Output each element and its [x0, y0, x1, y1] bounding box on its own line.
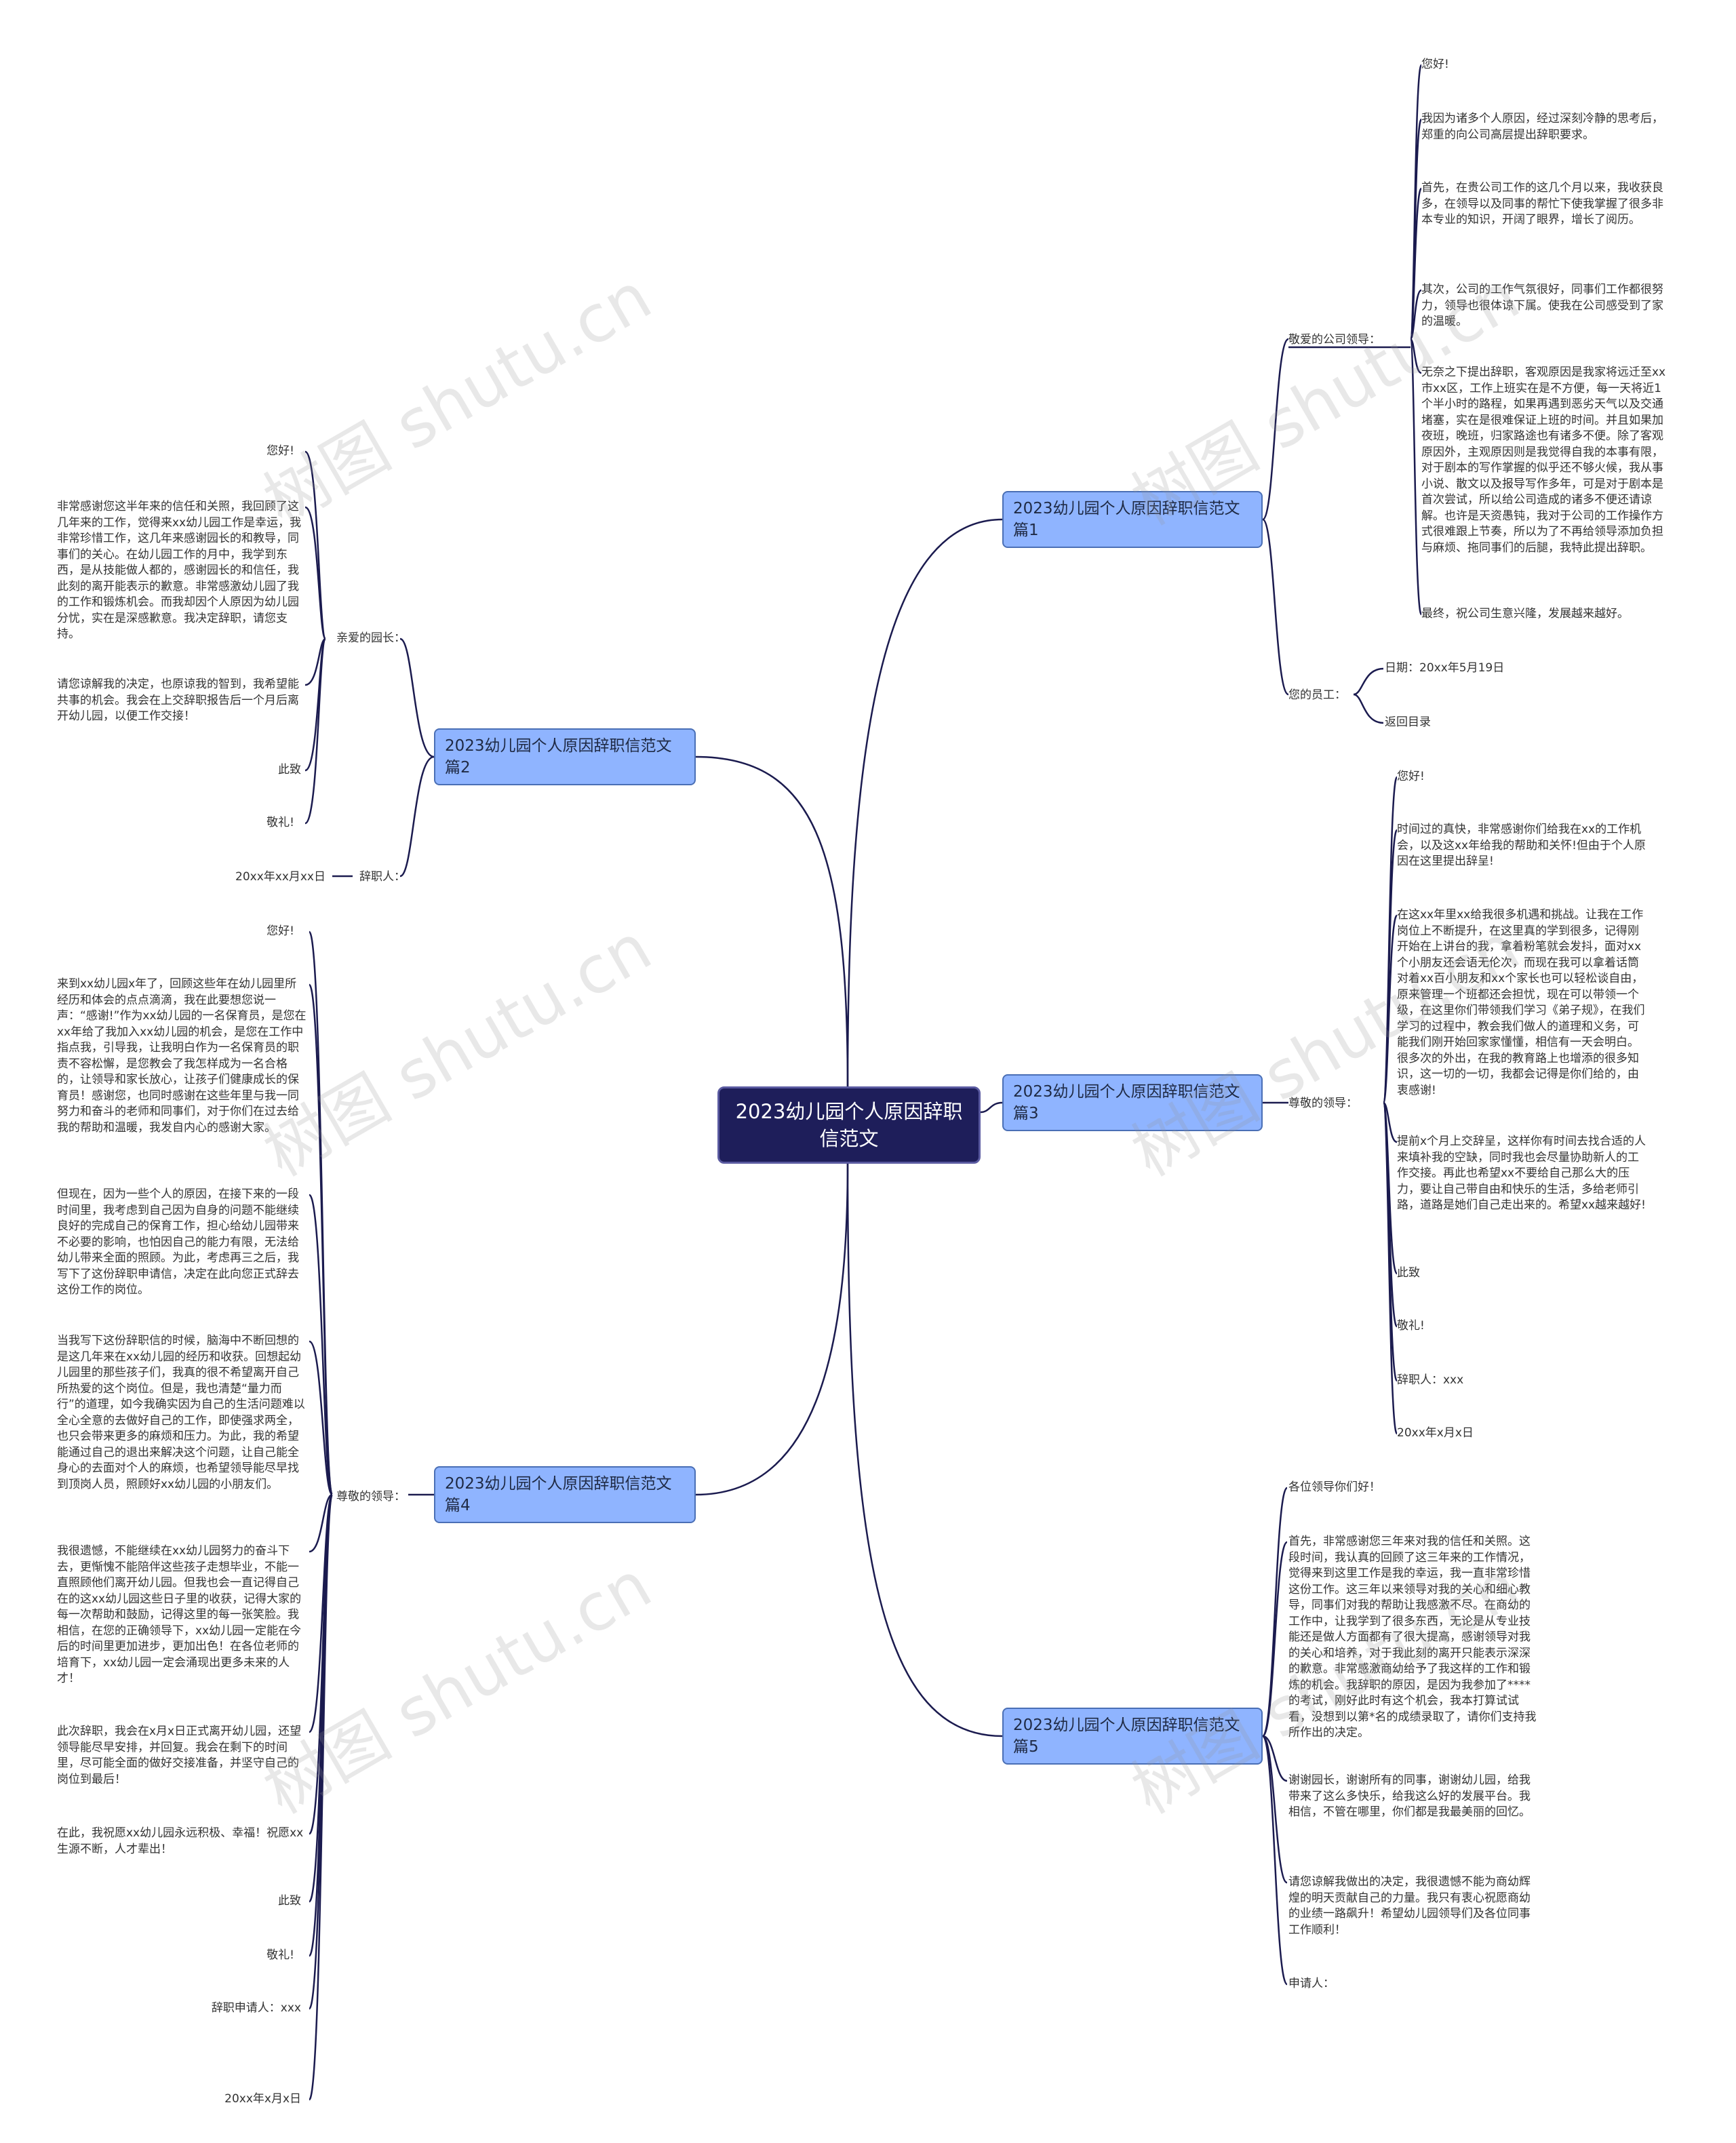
leaf-b1-6: 最终，祝公司生意兴隆，发展越来越好。 — [1421, 607, 1629, 621]
leaf-b4-10: 辞职申请人：xxx — [211, 2001, 301, 2015]
group-label-b1-greeting: 敬爱的公司领导： — [1288, 333, 1381, 347]
leaf-b2-4: 此致 — [278, 763, 301, 776]
group-label-b4-greeting: 尊敬的领导： — [336, 1490, 406, 1503]
edge-b1-leaf-8 — [1353, 693, 1384, 724]
leaf-b1-2: 我因为诸多个人原因，经过深刻冷静的思考后，郑重的向公司高层提出辞职要求。 — [1421, 112, 1663, 142]
group-label-b2-greeting: 亲爱的园长： — [336, 631, 406, 645]
edge-b1-leaf-7 — [1353, 667, 1384, 696]
edge-b2-g2 — [399, 755, 435, 878]
edge-b5-leaf-1 — [1261, 1487, 1288, 1737]
edge-b4-leaf-1 — [308, 930, 334, 1496]
leaf-b3-5: 此致 — [1397, 1266, 1420, 1280]
leaf-b3-3: 在这xx年里xx给我很多机遇和挑战。让我在工作岗位上不断提升，在这里真的学到很多… — [1397, 908, 1645, 1097]
group-label-b2-sign: 辞职人： — [359, 870, 406, 884]
edge-b5-leaf-4 — [1261, 1735, 1288, 1884]
edge-b5-leaf-5 — [1261, 1735, 1288, 1986]
edge-b1-g1 — [1261, 338, 1289, 521]
group-label-b3-greeting: 尊敬的领导： — [1288, 1097, 1358, 1110]
leaf-b4-5: 我很遗憾，不能继续在xx幼儿园努力的奋斗下去，更惭愧不能陪伴这些孩子走想毕业，不… — [57, 1544, 302, 1685]
root-node[interactable]: 2023幼儿园个人原因辞职信范文 — [717, 1086, 981, 1164]
leaf-b5-4: 请您谅解我做出的决定，我很遗憾不能为商幼辉煌的明天贡献自己的力量。我只有衷心祝愿… — [1288, 1875, 1531, 1937]
branch-node-4[interactable]: 2023幼儿园个人原因辞职信范文篇4 — [434, 1466, 696, 1523]
edge-b2-g1 — [399, 637, 435, 758]
edge-root-branch-4 — [695, 1163, 849, 1496]
leaf-b1-1: 您好! — [1421, 58, 1449, 71]
edge-b5-leaf-2 — [1261, 1541, 1288, 1737]
leaf-b4-1: 您好! — [267, 924, 294, 938]
branch-node-3[interactable]: 2023幼儿园个人原因辞职信范文篇3 — [1002, 1074, 1263, 1131]
leaf-b1-4: 其次，公司的工作气氛很好，同事们工作都很努力，领导也很体谅下属。使我在公司感受到… — [1421, 283, 1663, 328]
leaf-b2-6: 20xx年xx月xx日 — [235, 870, 326, 884]
branch-node-2[interactable]: 2023幼儿园个人原因辞职信范文篇2 — [434, 728, 696, 785]
leaf-b4-7: 在此，我祝愿xx幼儿园永远积极、幸福！祝愿xx生源不断，人才辈出！ — [57, 1826, 304, 1856]
edge-b5-leaf-3 — [1262, 1735, 1288, 1782]
edge-b1-leaf-4 — [1409, 289, 1422, 340]
leaf-b4-6: 此次辞职，我会在x月x日正式离开幼儿园，还望领导能尽早安排，并回复。我会在剩下的… — [57, 1725, 302, 1786]
edge-b1-g2 — [1261, 518, 1289, 696]
edge-b1-leaf-3 — [1409, 187, 1423, 340]
branch-node-5[interactable]: 2023幼儿园个人原因辞职信范文篇5 — [1002, 1708, 1263, 1765]
leaf-b3-6: 敬礼! — [1397, 1319, 1425, 1333]
edge-b4-leaf-11 — [308, 1493, 334, 2101]
edge-b4-leaf-5 — [309, 1493, 333, 1553]
leaf-b2-5: 敬礼! — [267, 816, 294, 829]
leaf-b5-3: 谢谢园长，谢谢所有的同事，谢谢幼儿园，给我带来了这么多快乐，给我这么好的发展平台… — [1288, 1773, 1531, 1819]
leaf-b4-11: 20xx年x月x日 — [224, 2092, 301, 2106]
leaf-b3-4: 提前x个月上交辞呈，这样你有时间去找合适的人来填补我的空缺，同时我也会尽量协助新… — [1397, 1135, 1646, 1212]
leaf-b1-5: 无奈之下提出辞职，客观原因是我家将远迁至xx市xx区，工作上班实在是不方便，每一… — [1421, 366, 1666, 555]
branch-node-1[interactable]: 2023幼儿园个人原因辞职信范文篇1 — [1002, 491, 1263, 548]
leaf-b4-9: 敬礼! — [267, 1948, 294, 1962]
leaf-b1-8[interactable]: 返回目录 — [1385, 715, 1431, 729]
leaf-b4-4: 当我写下这份辞职信的时候，脑海中不断回想的是这几年来在xx幼儿园的经历和收获。回… — [57, 1334, 305, 1491]
leaf-b2-2: 非常感谢您这半年来的信任和关照，我回顾了这几年来的工作，觉得来xx幼儿园工作是幸… — [57, 500, 302, 641]
leaf-b5-5: 申请人： — [1288, 1977, 1335, 1990]
edge-b4-leaf-2 — [308, 983, 334, 1496]
edge-b2-leaf-3 — [304, 637, 326, 686]
leaf-b3-1: 您好! — [1397, 770, 1425, 783]
leaf-b3-7: 辞职人：xxx — [1397, 1373, 1464, 1387]
leaf-b5-2: 首先，非常感谢您三年来对我的信任和关照。这段时间，我认真的回顾了这三年来的工作情… — [1288, 1535, 1537, 1739]
leaf-b1-7: 日期：20xx年5月19日 — [1385, 661, 1505, 675]
edge-b3-leaf-8 — [1382, 1101, 1398, 1435]
edge-b2-leaf-2 — [304, 506, 327, 640]
edge-b1-leaf-6 — [1409, 338, 1423, 616]
edge-root-branch-2 — [695, 755, 849, 1087]
edge-b3-leaf-3 — [1382, 914, 1398, 1104]
leaf-b4-2: 来到xx幼儿园x年了，回顾这些年在幼儿园里所经历和体会的点点滴滴，我在此要想您说… — [57, 977, 307, 1135]
leaf-b2-1: 您好! — [267, 444, 294, 458]
leaf-b4-8: 此致 — [278, 1894, 301, 1908]
group-label-b1-sign: 您的员工： — [1288, 688, 1346, 702]
edge-b4-leaf-4 — [309, 1340, 334, 1496]
edge-root-branch-3 — [980, 1101, 1003, 1114]
leaf-b5-1: 各位领导你们好！ — [1288, 1480, 1381, 1494]
edge-root-branch-1 — [846, 518, 1003, 1087]
leaf-b3-8: 20xx年x月x日 — [1397, 1426, 1474, 1440]
leaf-b2-3: 请您谅解我的决定，也原谅我的智到，我希望能共事的机会。我会在上交辞职报告后一个月… — [57, 677, 299, 723]
edge-root-branch-5 — [846, 1163, 1003, 1737]
leaf-b4-3: 但现在，因为一些个人的原因，在接下来的一段时间里，我考虑到自己因为自身的问题不能… — [57, 1187, 299, 1297]
leaf-b1-3: 首先，在贵公司工作的这几个月以来，我收获良多，在领导以及同事的帮忙下使我掌握了很… — [1421, 181, 1663, 227]
edge-b2-leaf-5 — [304, 637, 327, 825]
leaf-b3-2: 时间过的真快，非常感谢你们给我在xx的工作机会，以及这xx年给我的帮助和关怀!但… — [1397, 823, 1646, 868]
edge-b4-leaf-3 — [308, 1194, 334, 1496]
